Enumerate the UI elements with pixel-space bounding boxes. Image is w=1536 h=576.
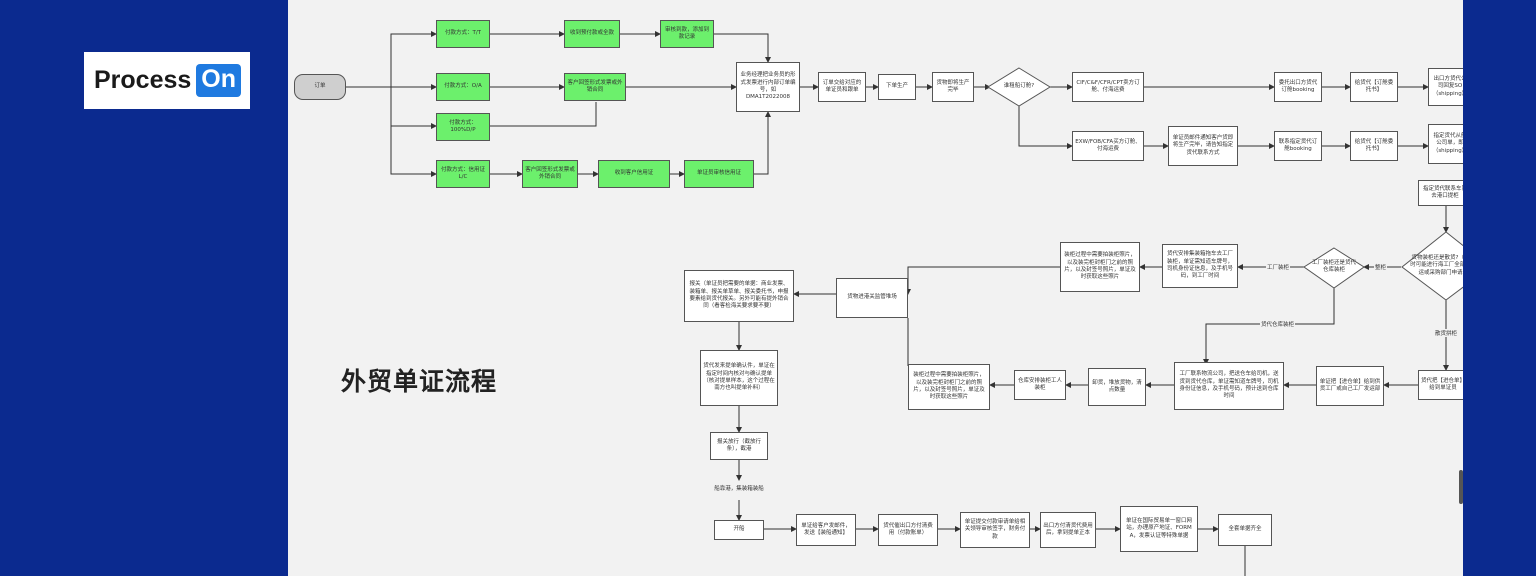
lc-receive-node[interactable]: 收到客户信用证 bbox=[598, 160, 670, 188]
tt-node[interactable]: 付款方式：T/T bbox=[436, 20, 490, 48]
onboard-node[interactable]: 船靠港，集装箱装船 bbox=[714, 486, 764, 493]
exporter-top-node[interactable]: 出口方货代公司回复SO（shipping） bbox=[1428, 68, 1463, 106]
inspect-node[interactable]: 卸货，堆放货物，清点数量 bbox=[1088, 368, 1146, 406]
produce-node[interactable]: 下单生产 bbox=[878, 74, 916, 100]
sail-node[interactable]: 开船 bbox=[714, 520, 764, 540]
exw-node[interactable]: EXW/FOB/CFA买方订舱、付海运费 bbox=[1072, 131, 1144, 161]
bulk-notify-node[interactable]: 单证把【进仓单】给到供货工厂或自己工厂发运部 bbox=[1316, 366, 1384, 406]
edge-label-bulk: 散货拼柜 bbox=[1434, 329, 1459, 337]
logo-badge: On bbox=[196, 64, 242, 97]
cif-node[interactable]: CIF/C&F/CFR/CPT卖方订舱、付海运费 bbox=[1072, 72, 1144, 102]
oa-contract-node[interactable]: 客户回签形式发票或外销合同 bbox=[564, 73, 626, 101]
exporter-pay-node[interactable]: 出口方付清货代费用后，拿到提单正本 bbox=[1040, 512, 1096, 548]
designated-forwarder-node[interactable]: 指定货代从航公司单，即（shipping） bbox=[1428, 124, 1463, 164]
flowchart-canvas[interactable]: 订单 付款方式：T/T 付款方式：O/A 付款方式：100%D/P 付款方式：信… bbox=[288, 0, 1463, 576]
decision-booking-label: 谁租船订舱? bbox=[1003, 83, 1035, 90]
factory-contact-node[interactable]: 工厂联系物流公司，把送仓车给司机，送货到货代仓库，单证需知道车牌号，司机身份证信… bbox=[1174, 362, 1284, 410]
dp-node[interactable]: 付款方式：100%D/P bbox=[436, 113, 490, 141]
goods-done-node[interactable]: 货物即将生产完毕 bbox=[932, 72, 974, 102]
release-node[interactable]: 报关放行（截放行条），截港 bbox=[710, 432, 768, 460]
load-photos-wh-node[interactable]: 装柜过程中需要拍装柜照片，以及装完柜封柜门之前的照片，以及封签号照片，单证及时获… bbox=[908, 364, 990, 410]
order-node[interactable]: 订单 bbox=[294, 74, 346, 100]
edge-label-forwarder-warehouse: 货代仓库装柜 bbox=[1260, 320, 1296, 328]
cust-order-node[interactable]: 订单交给对应的单证员和跟单 bbox=[818, 72, 866, 102]
edge-label-factory: 工厂装柜 bbox=[1266, 263, 1291, 271]
tt-review-node[interactable]: 审核到款，添加到款记录 bbox=[660, 20, 714, 48]
contact-forwarder-node[interactable]: 联系指定货代订舱booking bbox=[1274, 131, 1322, 161]
lc-node[interactable]: 付款方式：信用证L/C bbox=[436, 160, 490, 188]
notify-node[interactable]: 单证员邮件通知客户货即将生产完毕，请告知指定货代联系方式 bbox=[1168, 126, 1238, 166]
bulk-booking-node[interactable]: 货代把【进仓单】给到单证员 bbox=[1418, 370, 1463, 400]
enter-port-node[interactable]: 货物进港关监管堆场 bbox=[836, 278, 908, 318]
lc-contract-node[interactable]: 客户回签形式发票或外销合同 bbox=[522, 160, 578, 188]
lc-review-node[interactable]: 单证员审核信用证 bbox=[684, 160, 754, 188]
single-window-node[interactable]: 单证在国际贸易单一窗口网站，办理原产地证、FORM A，发票认证等特殊单据 bbox=[1120, 506, 1198, 552]
load-photos-factory-node[interactable]: 装柜过程中需要拍装柜照片，以及装完柜封柜门之前的照片，以及封签号照片，单证及时获… bbox=[1060, 242, 1140, 292]
give-forwarder-node[interactable]: 给货代【订舱委托书】 bbox=[1350, 72, 1398, 102]
decision-loading-diamond bbox=[1401, 231, 1463, 301]
confirm-bl-node[interactable]: 货代发来提单确认件，单证在指定时间内核对与确认提单（核对提单样本，这个过程在南方… bbox=[700, 350, 778, 406]
decision-factory-diamond bbox=[1303, 247, 1365, 289]
all-docs-node[interactable]: 全套单据齐全 bbox=[1218, 514, 1272, 546]
customs-docs-node[interactable]: 报关（单证员把需要的单据：商业发票、装箱单、报关单草单、报关委托书，申报要素给到… bbox=[684, 270, 794, 322]
scroll-handle[interactable] bbox=[1459, 470, 1463, 504]
logo-text: Process bbox=[94, 66, 192, 94]
diagram-title: 外贸单证流程 bbox=[341, 367, 498, 396]
decision-booking-diamond bbox=[987, 67, 1051, 107]
warehouse-load-node[interactable]: 仓库安排装柜工人装柜 bbox=[1014, 370, 1066, 400]
pay-freight-node[interactable]: 货代催出口方付清费用（付款账单） bbox=[878, 514, 938, 546]
entrust-node[interactable]: 委托出口方货代订舱booking bbox=[1274, 72, 1322, 102]
submit-docs-node[interactable]: 单证提交付款审请单给相关领导审核签字，财务付款 bbox=[960, 512, 1030, 548]
connector-layer bbox=[346, 31, 1463, 576]
decision-loading-label: 货物装柜还是散货?（注意此时可能进行海工厂全部货物装运或采购部门申请单） bbox=[1410, 254, 1463, 276]
oa-node[interactable]: 付款方式：O/A bbox=[436, 73, 490, 101]
give-forwarder2-node[interactable]: 给货代【订舱委托书】 bbox=[1350, 131, 1398, 161]
shipping-notice-node[interactable]: 单证给客户发邮件，发送【装船通知】 bbox=[796, 514, 856, 546]
edge-label-full-container: 整柜 bbox=[1374, 263, 1388, 271]
forwarder-trailer-node[interactable]: 货代安排集装箱拖车去工厂装柜，单证需知道车牌号，司机身份证信息，及手机号码，到工… bbox=[1162, 244, 1238, 288]
decision-factory-label: 工厂装柜还是货代仓库装柜 bbox=[1312, 259, 1357, 273]
processon-logo: Process On bbox=[84, 52, 250, 109]
forwarder-contact-node[interactable]: 指定货代联系车队去港口提柜 bbox=[1418, 180, 1463, 206]
tt-receive-node[interactable]: 收到预付款或全款 bbox=[564, 20, 620, 48]
manager-node[interactable]: 业务经理把业务员的形式发票进行内部订单编号，如DMA1T2022008 bbox=[736, 62, 800, 112]
